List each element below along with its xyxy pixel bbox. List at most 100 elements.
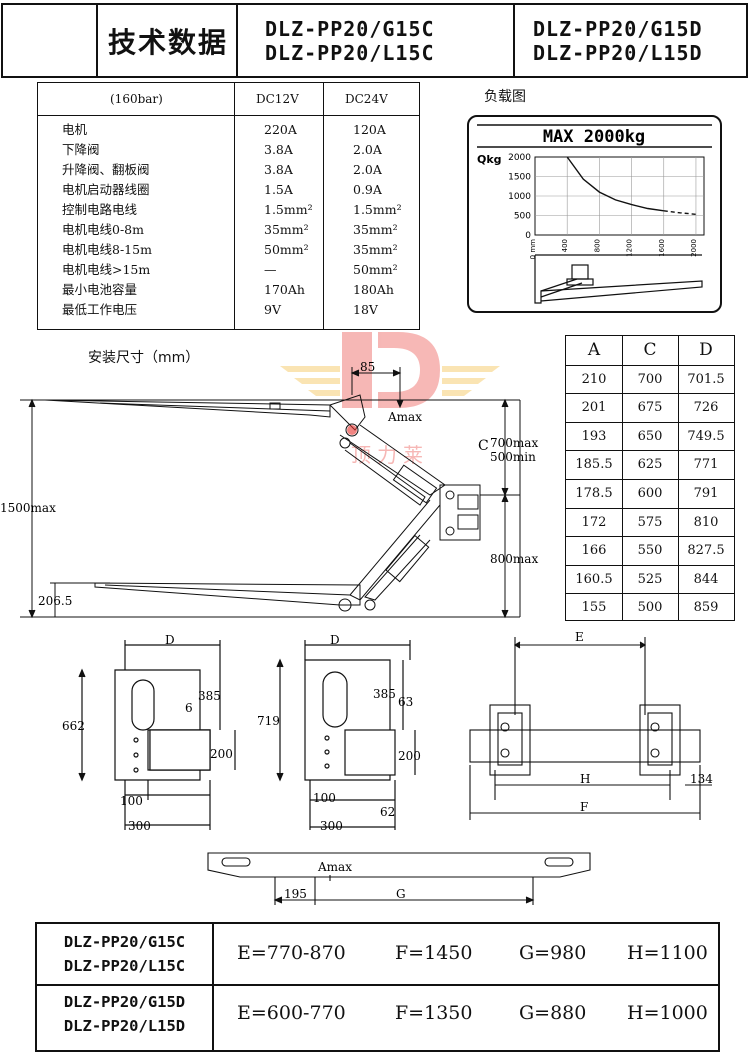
acd-cell: 749.5: [687, 429, 725, 444]
load-chart-ylabel: Qkg: [477, 153, 502, 166]
header-table: 技术数据 DLZ-PP20/G15C DLZ-PP20/L15C DLZ-PP2…: [1, 3, 748, 78]
header-model-d-1: DLZ-PP20/G15D: [533, 17, 703, 41]
acd-cell: 178.5: [575, 486, 613, 501]
electrical-value-12v: 170Ah: [264, 282, 305, 297]
load-y-tick: 0: [525, 231, 531, 241]
bracket2-100: 100: [313, 791, 336, 805]
bracket1-100: 100: [120, 794, 143, 808]
acd-cell: 700: [637, 372, 663, 387]
electrical-label: 最低工作电压: [62, 302, 138, 317]
load-chart-heading: 负载图: [484, 89, 526, 105]
row1-model-1: DLZ-PP20/G15C: [63, 933, 186, 951]
row2-model-2: DLZ-PP20/L15D: [63, 1017, 186, 1035]
plate-amax: Amax: [317, 860, 352, 874]
header-divider: [96, 5, 98, 76]
row1-model-2: DLZ-PP20/L15C: [63, 957, 186, 975]
bracket1-200: 200: [210, 747, 233, 761]
row1-g: G=980: [519, 942, 587, 964]
electrical-value-12v: 1.5mm²: [264, 202, 313, 217]
col-header-24v: DC24V: [345, 92, 388, 106]
install-drawing: 85 Amax C 700max 500min 1500max 800max 2…: [0, 360, 538, 619]
acd-cell: 701.5: [687, 372, 725, 387]
electrical-row: 最低工作电压 9V 18V: [38, 300, 421, 319]
acd-cell: 859: [693, 600, 719, 615]
electrical-value-24v: 2.0A: [353, 162, 382, 177]
frame-h: H: [580, 772, 590, 786]
acd-cell: 810: [693, 515, 719, 530]
acd-cell: 827.5: [687, 543, 725, 558]
lift-sketch-small: [534, 254, 703, 304]
acd-cell: 193: [581, 429, 607, 444]
load-x-tick: 2000: [690, 239, 698, 257]
bracket1-6: 6: [185, 701, 193, 715]
acd-cell: 185.5: [575, 457, 613, 472]
electrical-value-24v: 35mm²: [353, 242, 398, 257]
acd-header: A: [587, 340, 601, 360]
acd-cell: 500: [637, 600, 663, 615]
header-divider: [513, 5, 515, 76]
dim-amax: Amax: [387, 410, 422, 424]
electrical-value-24v: 120A: [353, 122, 386, 137]
bracket2-d: D: [330, 633, 340, 647]
acd-cell: 201: [581, 400, 607, 415]
electrical-value-12v: 35mm²: [264, 222, 309, 237]
electrical-value-24v: 35mm²: [353, 222, 398, 237]
plate-view: Amax 195 G: [207, 852, 591, 905]
row1-e: E=770-870: [237, 942, 346, 964]
acd-cell: 625: [637, 457, 663, 472]
electrical-label: 升降阀、翻板阀: [62, 162, 150, 177]
acd-cell: 675: [637, 400, 663, 415]
dim-c-min: 500min: [490, 450, 536, 464]
electrical-label: 电机启动器线圈: [62, 182, 150, 197]
load-y-tick: 2000: [508, 153, 531, 163]
acd-header: C: [643, 340, 657, 360]
load-y-tick: 1000: [508, 192, 531, 202]
dim-800: 800max: [490, 552, 538, 566]
row2-e: E=600-770: [237, 1002, 346, 1024]
plate-g: G: [396, 887, 406, 901]
dim-85: 85: [360, 360, 375, 374]
dim-c: C: [478, 438, 489, 454]
electrical-value-24v: 18V: [353, 302, 378, 317]
frame-view: E H 134 F: [469, 630, 713, 820]
header-divider: [236, 5, 238, 76]
electrical-value-12v: 9V: [264, 302, 281, 317]
electrical-value-24v: 0.9A: [353, 182, 382, 197]
bracket2-385: 385: [373, 687, 396, 701]
acd-cell: 791: [693, 486, 719, 501]
electrical-value-24v: 50mm²: [353, 262, 398, 277]
acd-cell: 726: [693, 400, 719, 415]
bracket-g15c: D 662 6 385 200 100 300: [62, 633, 236, 833]
bracket-g15d: D 719 385 63 200 100 62 300: [257, 633, 421, 833]
header-model-c-1: DLZ-PP20/G15C: [265, 17, 435, 41]
col-header-12v: DC12V: [256, 92, 299, 106]
row2-model-1: DLZ-PP20/G15D: [63, 993, 186, 1011]
bracket2-200: 200: [398, 749, 421, 763]
row1-f: F=1450: [395, 942, 473, 964]
load-y-tick: 1500: [508, 173, 531, 183]
load-curve-extension: [663, 210, 697, 215]
acd-cell: 172: [581, 515, 607, 530]
electrical-label: 最小电池容量: [62, 282, 138, 297]
acd-cell: 155: [581, 600, 607, 615]
load-chart-max: MAX 2000kg: [543, 127, 645, 147]
bracket1-300: 300: [128, 819, 151, 833]
electrical-value-24v: 2.0A: [353, 142, 382, 157]
acd-cell: 550: [637, 543, 663, 558]
dim-206: 206.5: [38, 594, 72, 608]
electrical-value-12v: 220A: [264, 122, 297, 137]
bracket1-385: 385: [198, 689, 221, 703]
electrical-value-12v: 50mm²: [264, 242, 309, 257]
electrical-label: 电机电线8-15m: [62, 242, 152, 257]
electrical-value-24v: 1.5mm²: [353, 202, 402, 217]
page-title: 技术数据: [108, 26, 229, 59]
